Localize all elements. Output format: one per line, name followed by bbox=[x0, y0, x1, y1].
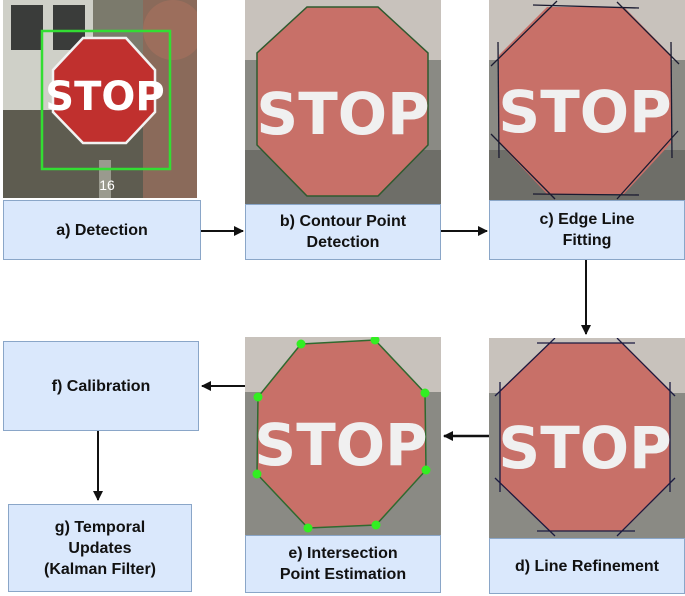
stop-sign-text: STOP bbox=[498, 414, 671, 482]
stop-sign-text: STOP bbox=[498, 78, 671, 146]
stop-sign-text: STOP bbox=[256, 80, 429, 148]
stop-sign-text: STOP bbox=[254, 411, 427, 479]
step-calibration-label: f) Calibration bbox=[51, 377, 151, 395]
step-line-refinement-box: d) Line Refinement bbox=[489, 538, 685, 594]
step-edge-line-box: c) Edge Line Fitting bbox=[489, 200, 685, 260]
fitted-edge-lines bbox=[490, 0, 680, 200]
step-temporal-box: g) Temporal Updates (Kalman Filter) bbox=[8, 504, 192, 592]
step-calibration-box: f) Calibration bbox=[3, 341, 199, 431]
step-contour-label: b) Contour Point Detection bbox=[279, 213, 407, 251]
step-edge-line-label: c) Edge Line Fitting bbox=[539, 211, 635, 249]
stop-sign-octagon bbox=[500, 343, 670, 531]
detection-photo: STOP 16 bbox=[3, 0, 197, 198]
post-number: 16 bbox=[99, 177, 115, 193]
step-line-refinement-label: d) Line Refinement bbox=[514, 557, 659, 575]
stop-sign-text: STOP bbox=[45, 74, 164, 120]
refined-edge-lines bbox=[494, 338, 676, 537]
step-intersection-label: e) Intersection Point Estimation bbox=[279, 545, 407, 583]
step-detection-box: a) Detection bbox=[3, 200, 201, 260]
step-temporal-label: g) Temporal Updates (Kalman Filter) bbox=[43, 518, 156, 578]
edge-line-photo: STOP bbox=[489, 0, 685, 200]
intersection-points bbox=[252, 337, 431, 533]
line-refinement-photo: STOP bbox=[489, 338, 685, 538]
step-contour-box: b) Contour Point Detection bbox=[245, 204, 441, 260]
contour-photo: STOP bbox=[245, 0, 441, 204]
intersection-photo: STOP bbox=[245, 337, 441, 535]
stop-sign-octagon bbox=[256, 6, 429, 197]
stop-sign-octagon bbox=[51, 36, 157, 145]
detection-bounding-box bbox=[40, 29, 172, 171]
step-intersection-box: e) Intersection Point Estimation bbox=[245, 535, 441, 593]
step-detection-label: a) Detection bbox=[56, 221, 148, 239]
stop-sign-octagon bbox=[499, 7, 671, 194]
